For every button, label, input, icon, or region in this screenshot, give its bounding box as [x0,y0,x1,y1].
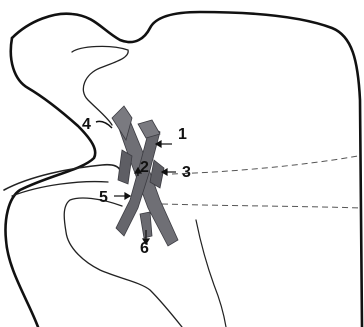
tongue-outline [12,182,108,196]
dashed-line-upper [172,156,358,174]
label-3: 3 [182,164,191,181]
label-5: 5 [99,189,108,206]
dashed-line-lower [162,204,362,208]
label-6: 6 [140,240,149,257]
label-4: 4 [82,116,91,133]
palate-line [4,165,120,190]
posterior-wall-lower [196,220,226,327]
muscle-lobe-left [118,150,132,184]
muscle-group [112,106,178,246]
muscle-wing-top-right [138,120,160,138]
arrow-5-head [125,193,130,199]
label-1: 1 [178,126,187,143]
label-2: 2 [140,159,149,176]
